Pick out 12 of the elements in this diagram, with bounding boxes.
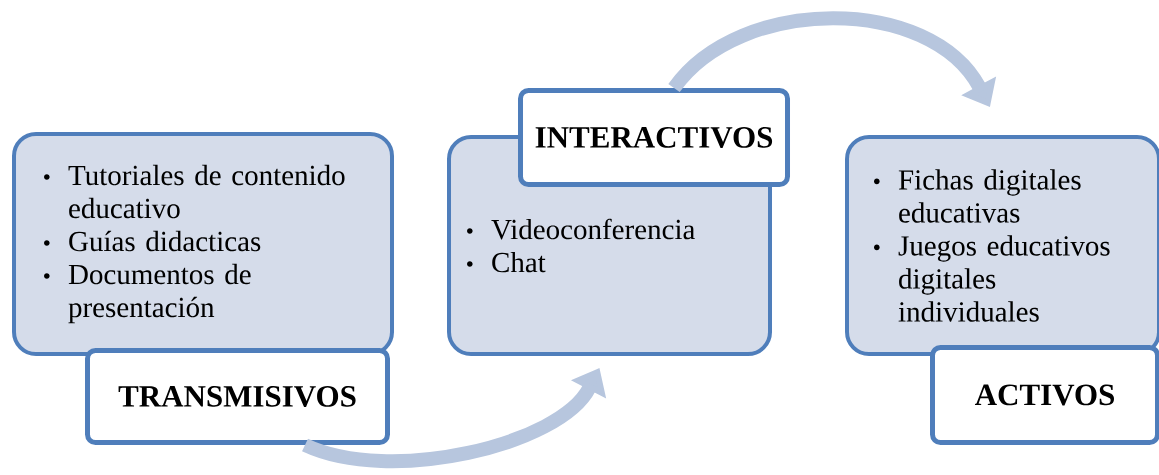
title-box: INTERACTIVOS xyxy=(518,88,790,187)
content-box xyxy=(845,135,1159,356)
list-item: Juegos educativos digitales individuales xyxy=(874,235,1110,322)
list-item: Tutoriales de contenido educativo xyxy=(44,164,345,219)
list-item: Chat xyxy=(467,251,546,273)
list-item: Videoconferencia xyxy=(467,218,695,240)
title-box: TRANSMISIVOS xyxy=(85,348,390,445)
list-item: Guías didacticas xyxy=(44,230,261,252)
content-box xyxy=(12,132,394,356)
list-item: Documentos de presentación xyxy=(44,263,251,324)
list-item: Fichas digitales educativas xyxy=(874,169,1081,223)
title-box: ACTIVOS xyxy=(930,345,1159,445)
